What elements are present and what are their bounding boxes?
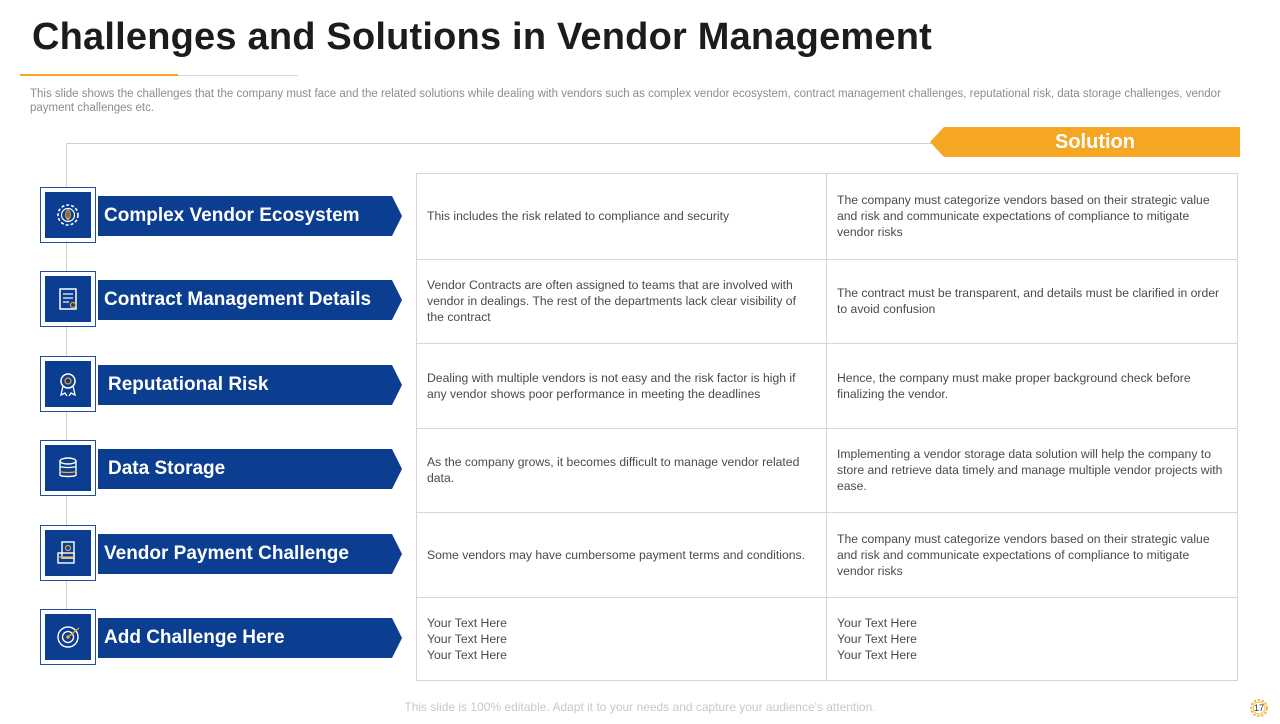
leaf-gear-icon: [57, 204, 79, 226]
solution-description-cell: The contract must be transparent, and de…: [837, 286, 1220, 317]
slide-footer: This slide is 100% editable. Adapt it to…: [404, 700, 876, 714]
solution-description-cell: Your Text Here Your Text Here Your Text …: [837, 616, 917, 663]
solution-description-cell: The company must categorize vendors base…: [837, 193, 1210, 240]
challenge-item-vendor-payment: Vendor Payment Challenge: [40, 525, 402, 583]
challenge-icon-frame: [40, 356, 96, 412]
page-number: 17: [1253, 703, 1264, 713]
challenge-label: Add Challenge Here: [104, 627, 285, 648]
title-underline-accent: [20, 74, 178, 76]
challenge-label: Reputational Risk: [108, 374, 269, 395]
award-badge-icon: [60, 373, 76, 397]
table-row: Some vendors may have cumbersome payment…: [417, 512, 1237, 597]
database-icon: [59, 457, 77, 478]
page-number-badge: 17: [1248, 697, 1270, 719]
challenge-arrow: Add Challenge Here: [98, 618, 402, 658]
challenge-item-contract-management: Contract Management Details: [40, 271, 402, 329]
challenge-description-cell: Dealing with multiple vendors is not eas…: [417, 344, 827, 428]
challenge-icon-frame: [40, 440, 96, 496]
table-row: This includes the risk related to compli…: [417, 174, 1237, 259]
challenge-arrow: Reputational Risk: [98, 365, 402, 405]
table-row: Vendor Contracts are often assigned to t…: [417, 258, 1237, 343]
table-row: Your Text Here Your Text Here Your Text …: [417, 596, 1237, 681]
challenge-label: Vendor Payment Challenge: [104, 543, 349, 564]
slide-title: Challenges and Solutions in Vendor Manag…: [32, 16, 933, 58]
solution-banner: Solution: [930, 127, 1240, 157]
challenge-description-cell: Your Text Here Your Text Here Your Text …: [417, 597, 827, 681]
challenge-item-reputational-risk: Reputational Risk: [40, 356, 402, 414]
title-underline: [20, 74, 298, 76]
challenge-icon-frame: [40, 609, 96, 665]
challenge-label: Contract Management Details: [104, 289, 372, 310]
solution-description-cell: Implementing a vendor storage data solut…: [837, 447, 1223, 494]
challenge-arrow: Contract Management Details: [98, 280, 402, 320]
challenge-item-data-storage: Data Storage: [40, 440, 402, 498]
payment-card-icon: [57, 541, 75, 564]
challenge-item-add-challenge: Add Challenge Here: [40, 609, 402, 667]
challenge-arrow: Data Storage: [98, 449, 402, 489]
table-row: Dealing with multiple vendors is not eas…: [417, 343, 1237, 428]
challenge-item-complex-vendor-ecosystem: Complex Vendor Ecosystem: [40, 187, 402, 245]
challenge-description-cell: As the company grows, it becomes difficu…: [417, 428, 827, 512]
connector-line-horizontal: [66, 143, 936, 144]
challenge-solution-table: This includes the risk related to compli…: [416, 173, 1238, 681]
solution-description-cell: Hence, the company must make proper back…: [837, 370, 1191, 401]
challenge-icon-frame: [40, 525, 96, 581]
challenge-label: Data Storage: [108, 458, 226, 479]
table-row: As the company grows, it becomes difficu…: [417, 427, 1237, 512]
challenge-arrow: Vendor Payment Challenge: [98, 534, 402, 574]
challenge-label: Complex Vendor Ecosystem: [104, 205, 360, 226]
challenge-icon-frame: [40, 271, 96, 327]
document-icon: [59, 288, 77, 310]
challenge-description-cell: Some vendors may have cumbersome payment…: [417, 513, 827, 597]
challenge-icon-frame: [40, 187, 96, 243]
solution-banner-shape: [930, 127, 1240, 157]
solution-description-cell: The company must categorize vendors base…: [837, 531, 1210, 578]
gear-icon: [1250, 699, 1268, 717]
slide-subtitle: This slide shows the challenges that the…: [30, 88, 1221, 114]
challenge-description-cell: Vendor Contracts are often assigned to t…: [417, 259, 827, 343]
target-icon: [57, 626, 80, 648]
challenge-description-cell: This includes the risk related to compli…: [417, 174, 827, 259]
challenge-arrow: Complex Vendor Ecosystem: [98, 196, 402, 236]
solution-label: Solution: [1055, 131, 1135, 153]
